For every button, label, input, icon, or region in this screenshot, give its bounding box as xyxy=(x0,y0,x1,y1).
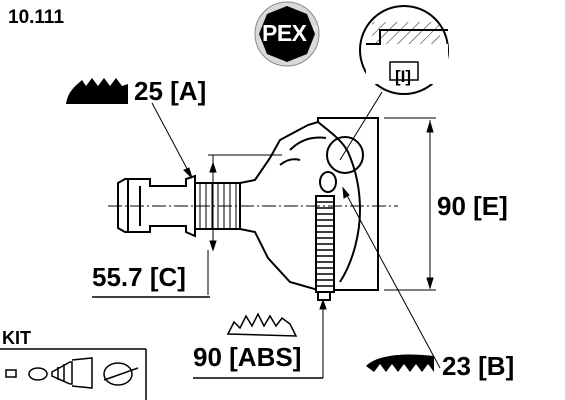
dimension-lines xyxy=(92,102,441,379)
clip-ring-icon xyxy=(28,367,48,381)
abs-ring-icon xyxy=(226,312,298,337)
brand-name: PEX xyxy=(262,20,307,46)
product-code: 10.111 xyxy=(8,7,65,28)
band-icon xyxy=(103,362,133,386)
boot-icon xyxy=(51,361,73,385)
inner-spline-icon xyxy=(366,354,434,372)
outer-spline-icon xyxy=(66,78,128,104)
detail-label: [I] xyxy=(395,67,412,86)
abs-ring xyxy=(315,195,335,293)
dimension-b-label: 23 [B] xyxy=(442,351,515,381)
pex-logo xyxy=(254,1,320,67)
kit-label: KIT xyxy=(2,328,31,348)
kit-box xyxy=(0,348,147,400)
detail-bubble xyxy=(339,5,449,161)
registered-mark: ® xyxy=(313,26,319,33)
clamp-icon xyxy=(5,369,17,378)
dimension-abs-label: 90 [ABS] xyxy=(193,342,302,372)
dimension-c-label: 55.7 [C] xyxy=(92,262,186,292)
dimension-a-label: 25 [A] xyxy=(134,76,207,106)
dimension-e-label: 90 [E] xyxy=(437,191,508,221)
